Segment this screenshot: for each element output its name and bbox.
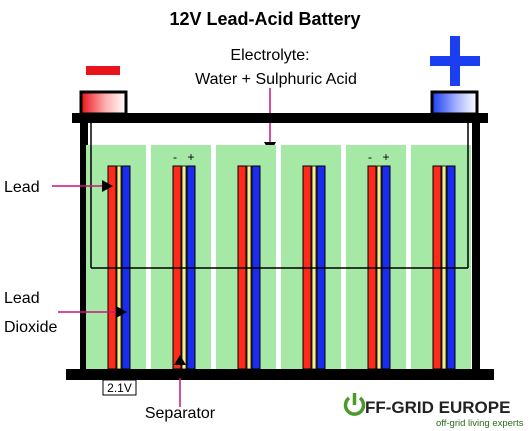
cell-minus-label: - xyxy=(368,150,372,164)
lead-label: Lead xyxy=(4,179,40,196)
logo-brand-name: FF-GRID EUROPE xyxy=(365,398,510,417)
off-grid-europe-logo: FF-GRID EUROPE off-grid living experts xyxy=(343,393,524,429)
lead-pointer xyxy=(52,180,113,192)
battery-wall-left xyxy=(80,123,88,370)
positive-terminal xyxy=(430,90,479,116)
cell-minus-label: - xyxy=(173,150,177,164)
negative-terminal xyxy=(79,90,128,116)
internal-wiring xyxy=(90,123,469,269)
electrolyte-label: Electrolyte: xyxy=(230,47,309,64)
battery-base xyxy=(66,369,494,380)
minus-symbol xyxy=(86,66,120,75)
diagram-title: 12V Lead-Acid Battery xyxy=(169,9,360,29)
lead-dioxide-pointer xyxy=(58,306,127,318)
power-icon xyxy=(343,393,366,416)
cell-3 xyxy=(216,145,276,370)
lead-dioxide-label: Lead xyxy=(4,290,40,307)
logo-tagline: off-grid living experts xyxy=(436,418,524,429)
cell-plus-label: + xyxy=(187,150,194,164)
cell-voltage-label: 2.1V xyxy=(107,381,132,395)
lead-dioxide-label-line2: Dioxide xyxy=(4,319,57,336)
battery-cells: -+-+ xyxy=(86,145,471,370)
cell-2: -+ xyxy=(151,145,211,370)
battery-lid xyxy=(72,113,488,123)
cell-6 xyxy=(411,145,471,370)
cell-5: -+ xyxy=(346,145,406,370)
separator-label: Separator xyxy=(145,405,216,422)
cell-1 xyxy=(86,145,146,370)
cell-4 xyxy=(281,145,341,370)
plus-symbol xyxy=(430,36,480,86)
separator-pointer xyxy=(174,355,186,407)
cell-voltage-box xyxy=(102,379,137,396)
battery-wall-right xyxy=(472,123,480,370)
electrolyte-sublabel: Water + Sulphuric Acid xyxy=(195,71,357,88)
cell-plus-label: + xyxy=(382,150,389,164)
